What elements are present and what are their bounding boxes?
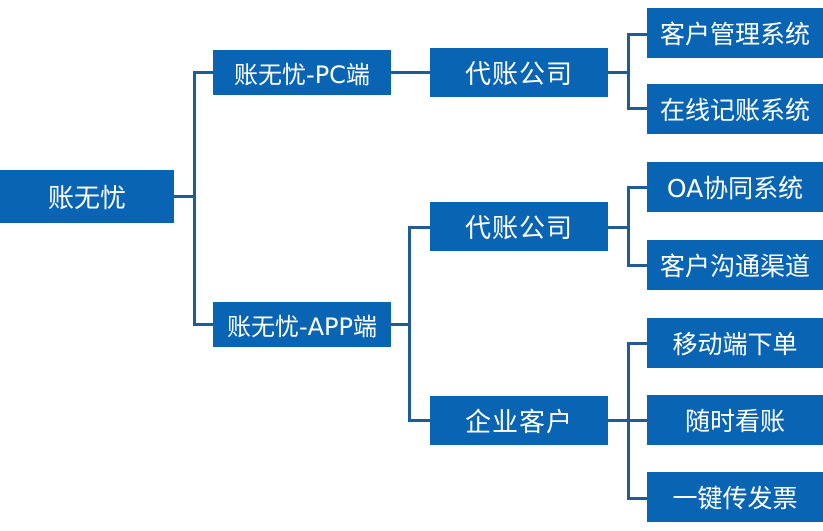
- connector: [627, 497, 647, 500]
- leaf-node: OA协同系统: [647, 162, 823, 212]
- connector: [174, 195, 195, 198]
- connector: [627, 342, 647, 345]
- connector: [408, 226, 430, 229]
- connector: [627, 186, 647, 189]
- connector: [391, 323, 410, 326]
- connector: [193, 323, 213, 326]
- root-node: 账无忧: [0, 170, 174, 223]
- leaf-node: 一键传发票: [647, 472, 823, 522]
- connector: [608, 419, 629, 422]
- leaf-node: 客户管理系统: [647, 8, 823, 58]
- connector: [408, 226, 411, 421]
- connector: [193, 71, 213, 74]
- connector: [408, 419, 430, 422]
- connector: [627, 264, 647, 267]
- app-node: 账无忧-APP端: [213, 302, 391, 347]
- connector: [627, 33, 630, 109]
- connector: [391, 71, 430, 74]
- leaf-node: 在线记账系统: [647, 84, 823, 134]
- pc-agency-node: 代账公司: [430, 48, 608, 97]
- connector: [608, 71, 629, 74]
- leaf-node: 移动端下单: [647, 318, 823, 368]
- app-agency-node: 代账公司: [430, 202, 608, 251]
- connector: [193, 71, 196, 325]
- pc-node: 账无忧-PC端: [213, 50, 391, 95]
- app-enterprise-node: 企业客户: [430, 396, 608, 445]
- leaf-node: 客户沟通渠道: [647, 240, 823, 290]
- connector: [608, 226, 629, 229]
- leaf-node: 随时看账: [647, 395, 823, 445]
- connector: [627, 186, 630, 266]
- connector: [627, 33, 647, 36]
- connector: [627, 107, 647, 110]
- connector: [627, 419, 647, 422]
